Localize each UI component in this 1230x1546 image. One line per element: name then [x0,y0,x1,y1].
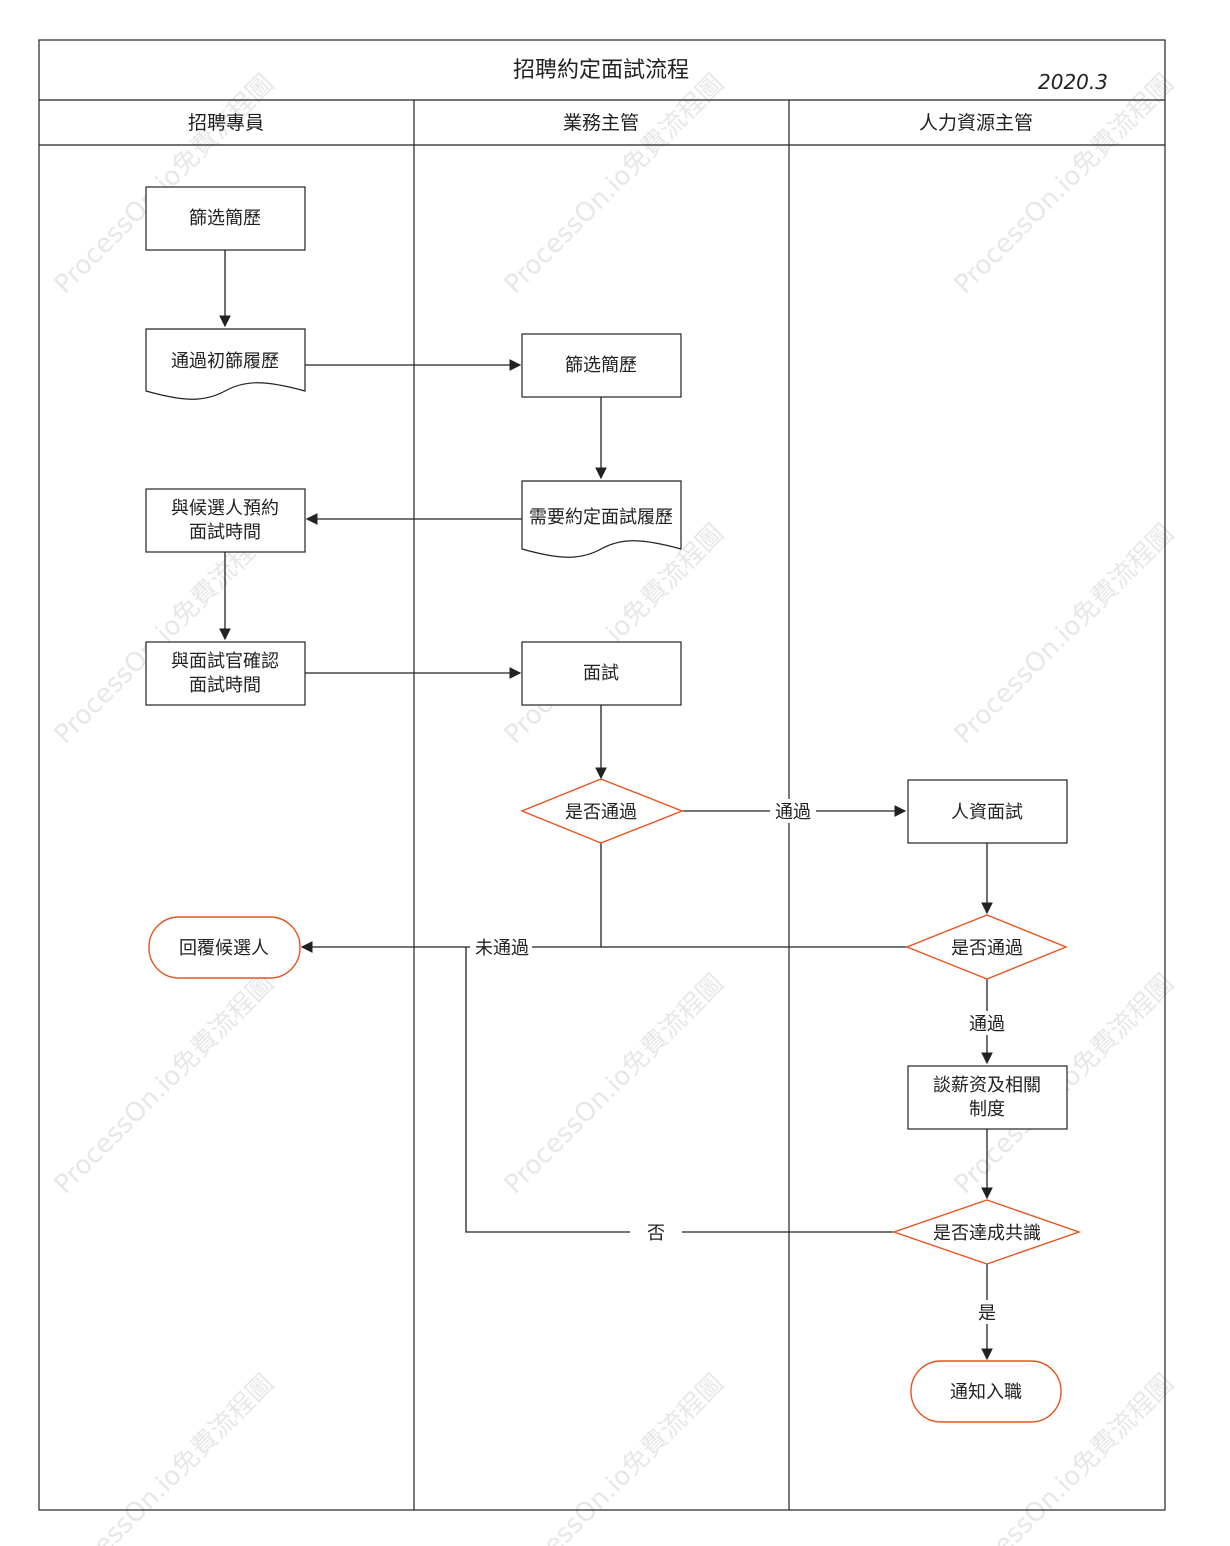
svg-text:篩选簡歷: 篩选簡歷 [189,208,261,229]
svg-text:面試時間: 面試時間 [189,675,261,696]
edge-label-yes: 是 [978,1303,996,1324]
watermark-text: ProcessOn.io免費流程圖 [49,1369,280,1546]
node-need-interview-document: 需要約定面試履歷 [521,480,682,558]
svg-text:與面試官確認: 與面試官確認 [171,651,279,672]
node-hr-interview: 人資面試 [907,779,1068,844]
watermark-text: ProcessOn.io免費流程圖 [499,519,730,750]
watermark-text: ProcessOn.io免費流程圖 [499,69,730,300]
node-salary-discussion: 談薪资及相關 制度 [907,1065,1068,1130]
svg-text:需要約定面試履歷: 需要約定面試履歷 [529,507,673,528]
connectors [219,250,993,1361]
lane-header-recruiter: 招聘專員 [188,112,264,134]
svg-text:與候選人預約: 與候選人預約 [171,498,279,519]
edge-label-no: 否 [647,1223,665,1244]
svg-text:篩选簡歷: 篩选簡歷 [565,355,637,376]
svg-text:面試: 面試 [583,663,619,684]
diagram-title: 招聘約定面試流程 [513,58,689,83]
svg-text:通知入職: 通知入職 [950,1382,1022,1403]
node-screen-resume-1: 篩选簡歷 [145,186,306,251]
node-interview: 面試 [521,641,682,706]
svg-text:面試時間: 面試時間 [189,522,261,543]
edge-label-fail: 未通過 [475,938,529,959]
node-confirm-with-interviewer: 與面試官確認 面試時間 [145,641,306,706]
node-decision-pass-1: 是否通過 [520,778,684,844]
edge-label-pass-1: 通過 [775,802,811,823]
watermark-text: ProcessOn.io免費流程圖 [949,519,1180,750]
node-decision-pass-2: 是否通過 [905,914,1068,980]
node-notify-onboarding-terminal: 通知入職 [910,1360,1062,1423]
watermark-text: ProcessOn.io免費流程圖 [499,1369,730,1546]
edge-label-pass-2: 通過 [969,1014,1005,1035]
watermark-text: ProcessOn.io免費流程圖 [49,969,280,1200]
svg-text:制度: 制度 [969,1099,1005,1120]
lane-header-hr-manager: 人力資源主管 [919,112,1033,134]
watermark-text: ProcessOn.io免費流程圖 [949,69,1180,300]
node-reply-candidate-terminal: 回覆候選人 [148,916,301,979]
watermark-text: ProcessOn.io免費流程圖 [499,969,730,1200]
watermark-text: ProcessOn.io免費流程圖 [49,519,280,750]
node-decision-consensus: 是否達成共識 [891,1199,1082,1265]
svg-text:回覆候選人: 回覆候選人 [179,938,269,959]
svg-text:是否通過: 是否通過 [951,938,1023,959]
node-passed-resume-document: 通過初篩履歷 [145,328,306,400]
watermark-text: ProcessOn.io免費流程圖 [49,69,280,300]
lane-header-business-manager: 業務主管 [563,112,639,134]
svg-text:是否達成共識: 是否達成共識 [933,1223,1041,1244]
svg-text:通過初篩履歷: 通過初篩履歷 [171,351,279,372]
svg-text:是否通過: 是否通過 [565,802,637,823]
svg-text:人資面試: 人資面試 [951,802,1023,823]
node-screen-resume-2: 篩选簡歷 [521,333,682,398]
diagram-date: 2020.3 [1038,70,1108,94]
node-schedule-with-candidate: 與候選人預約 面試時間 [145,488,306,553]
svg-text:談薪资及相關: 談薪资及相關 [933,1075,1041,1096]
